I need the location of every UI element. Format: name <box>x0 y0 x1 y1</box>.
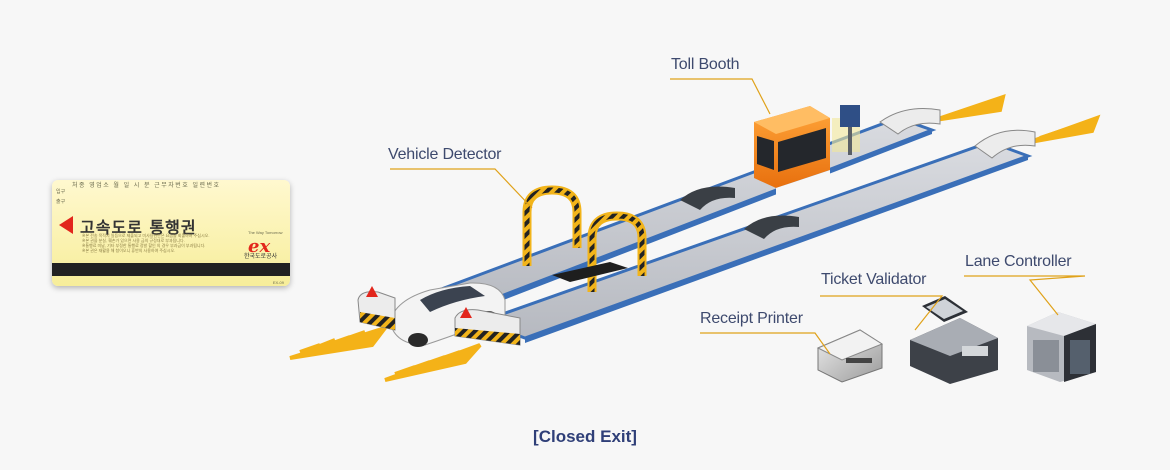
ticket-note: ※본 전송 목적지 일등으로 제출되고 미사용권만은 요금을 회불하여 주십시오… <box>82 233 210 238</box>
magnetic-stripe <box>52 263 290 276</box>
diagram-caption: [Closed Exit] <box>533 427 637 446</box>
leader-vehicle-detector <box>390 168 533 209</box>
ticket-code: EX-09 <box>272 280 284 285</box>
leader-receipt-printer <box>700 332 831 355</box>
ticket-note: ※통행료 미납, 기타 부정한 통행료 정발 할인 의 경우 부과금이 부과됩니… <box>82 243 206 248</box>
ticket-notes: ※본 전송 목적지 일등으로 제출되고 미사용권만은 요금을 회불하여 주십시오… <box>82 233 212 253</box>
ticket-header-fields: 처종 영업소 월 일 시 분 근무자번호 일련번호 <box>72 183 221 189</box>
label-toll-booth: Toll Booth <box>671 56 740 73</box>
near-island-curbs <box>357 286 521 346</box>
leader-ticket-validator <box>820 295 944 331</box>
callout-leader-lines <box>390 78 1086 355</box>
island-curbs <box>879 108 1036 159</box>
ex-logo: ex <box>248 236 271 257</box>
warning-sign-icon <box>366 286 378 297</box>
ticket-note: ※본 권은 재활용 해 청이오니 휴반의 사용하여 주십시오. <box>82 248 176 253</box>
ticket-entry-label: 입구 <box>56 189 66 195</box>
treadle-sensors <box>680 186 799 239</box>
ticket-issuer <box>840 105 860 127</box>
warning-sign-icon <box>460 307 472 318</box>
ticket-corporation: 한국도로공사 <box>244 253 278 260</box>
lane-arrow-markings <box>289 93 1101 382</box>
ticket-brand-tag: The Way Tomorrow <box>248 230 283 235</box>
sedan-car <box>389 282 506 347</box>
label-ticket-validator: Ticket Validator <box>821 271 927 288</box>
leader-toll-booth <box>670 78 771 115</box>
ticket-exit-label: 출구 <box>56 199 66 205</box>
toll-booth <box>754 105 860 196</box>
ticket-validator <box>910 296 998 384</box>
label-lane-controller: Lane Controller <box>965 253 1072 270</box>
leader-lane-controller <box>964 275 1086 316</box>
ticket-note: ※본 권을 분실, 훼손가 있으면 사용 금의 규정대로 부과됩니다. <box>82 238 185 243</box>
ticket-title: 고속도로 통행권 <box>80 218 197 237</box>
label-vehicle-detector: Vehicle Detector <box>388 146 502 163</box>
label-receipt-printer: Receipt Printer <box>700 310 803 327</box>
receipt-printer <box>816 329 884 383</box>
lane-controller <box>1027 312 1096 382</box>
left-arrow-icon <box>59 216 73 234</box>
toll-ticket: 처종 영업소 월 일 시 분 근무자번호 일련번호 입구 출구 고속도로 통행권… <box>52 180 290 286</box>
